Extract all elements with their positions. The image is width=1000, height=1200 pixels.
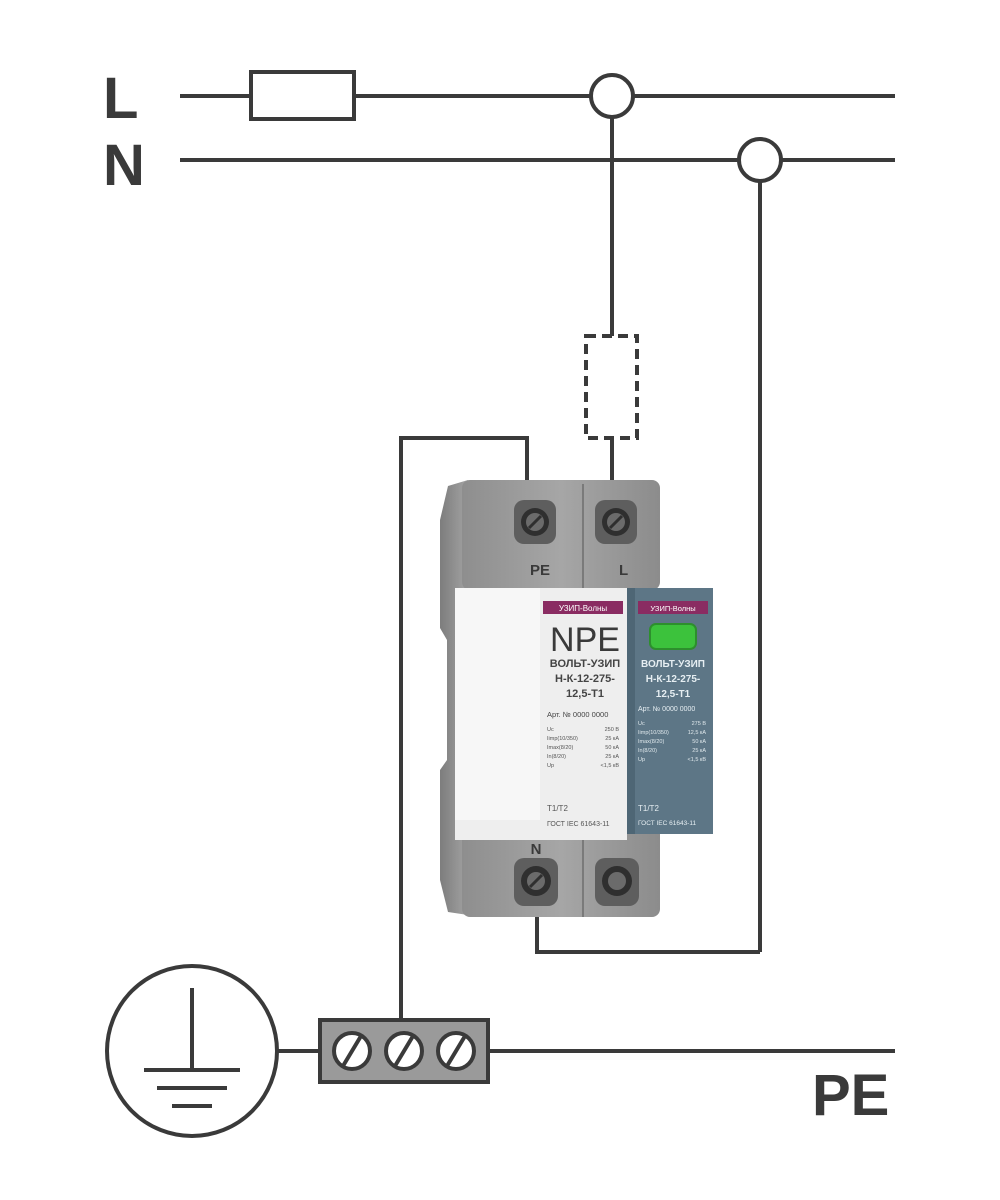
- right-model-line-2: Н-К-12-275-: [646, 674, 700, 685]
- line-junction: [589, 73, 635, 119]
- n-terminal-label: N: [531, 841, 542, 858]
- left-spec-name: Iimp(10/350): [547, 736, 578, 742]
- left-spec-name: In(8/20): [547, 754, 566, 760]
- right-spec-value: 50 кА: [692, 739, 706, 745]
- left-model-line-1: ВОЛЬТ-УЗИП: [550, 658, 620, 670]
- l-terminal-label: L: [619, 562, 628, 579]
- right-model-line-1: ВОЛЬТ-УЗИП: [641, 659, 705, 670]
- status-indicator: [649, 623, 697, 650]
- left-brand-bar: [543, 601, 623, 614]
- n-terminal-screw-icon: [514, 858, 558, 906]
- pe-label: PE: [812, 1063, 889, 1128]
- l-terminal-screw-icon: [595, 500, 637, 544]
- right-spec-name: Iimp(10/350): [638, 730, 669, 736]
- left-brand-text: УЗИП-Волны: [559, 604, 608, 613]
- left-spec-name: Imax(8/20): [547, 745, 573, 751]
- right-spec-name: Uc: [638, 721, 645, 727]
- right-model-line-3: 12,5-Т1: [656, 689, 691, 700]
- right-spec-name: In(8/20): [638, 748, 657, 754]
- optional-fuse: [584, 334, 639, 440]
- left-spec-value: 250 В: [605, 727, 620, 733]
- left-spec-name: Up: [547, 763, 554, 769]
- unused-terminal-screw-icon: [595, 858, 639, 906]
- neutral-junction: [737, 137, 783, 183]
- right-spec-value: 25 кА: [692, 748, 706, 754]
- line-label: L: [103, 66, 138, 131]
- right-spec-value: <1,5 кВ: [688, 757, 707, 763]
- left-model-line-3: 12,5-Т1: [566, 688, 604, 700]
- screw-icon: [436, 1031, 476, 1071]
- left-spec-value: <1,5 кВ: [601, 763, 620, 769]
- earth-terminal-block: [318, 1018, 490, 1084]
- right-article: Арт. № 0000 0000: [638, 706, 695, 713]
- surge-protector-device: PE L N УЗИП-Волны NPE ВОЛЬТ-УЗИП Н-К-12-…: [440, 480, 713, 917]
- fuse: [249, 70, 356, 121]
- pe-terminal-label: PE: [530, 562, 550, 579]
- right-module-panel: УЗИП-Волны ВОЛЬТ-УЗИП Н-К-12-275- 12,5-Т…: [627, 588, 713, 834]
- left-standard: ГОСТ IEC 61643-11: [547, 821, 610, 828]
- neutral-return-wire: [535, 905, 760, 954]
- neutral-label: N: [103, 133, 145, 198]
- pe-device-wire: [399, 436, 529, 1022]
- right-spec-value: 275 В: [692, 721, 707, 727]
- left-spec-value: 25 кА: [605, 736, 619, 742]
- ground-symbol-icon: [105, 964, 279, 1138]
- right-class: Т1/Т2: [638, 804, 659, 813]
- right-standard: ГОСТ IEC 61643-11: [638, 820, 696, 827]
- left-article: Арт. № 0000 0000: [547, 710, 608, 719]
- screw-icon: [384, 1031, 424, 1071]
- pe-terminal-screw-icon: [514, 500, 556, 544]
- right-spec-name: Up: [638, 757, 645, 763]
- left-module-panel: УЗИП-Волны NPE ВОЛЬТ-УЗИП Н-К-12-275- 12…: [455, 588, 627, 840]
- left-spec-name: Uc: [547, 727, 554, 733]
- left-class: Т1/Т2: [547, 804, 568, 813]
- screw-icon: [332, 1031, 372, 1071]
- right-spec-value: 12,5 кА: [688, 730, 707, 736]
- left-spec-value: 25 кА: [605, 754, 619, 760]
- left-module-type: NPE: [550, 621, 620, 659]
- right-brand-text: УЗИП-Волны: [650, 604, 695, 613]
- left-model-line-2: Н-К-12-275-: [555, 673, 615, 685]
- right-spec-name: Imax(8/20): [638, 739, 664, 745]
- left-spec-value: 50 кА: [605, 745, 619, 751]
- right-brand-bar: [638, 601, 708, 614]
